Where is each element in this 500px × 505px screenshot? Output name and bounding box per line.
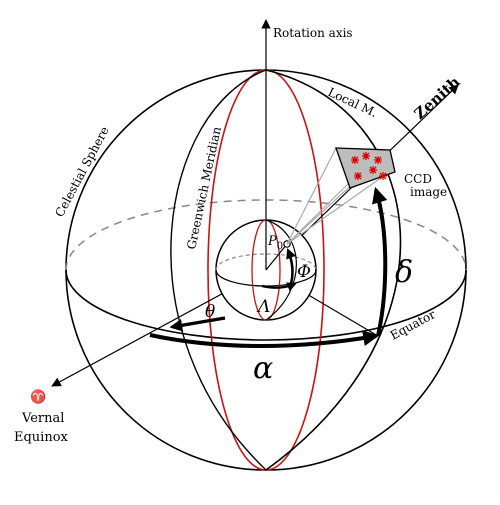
- ccd-ray-1: [286, 147, 337, 245]
- ccd-label-line2: image: [410, 185, 447, 199]
- ccd-ray-4: [286, 181, 351, 245]
- star-icon: [351, 156, 359, 164]
- aries-symbol: ♈: [30, 389, 46, 405]
- earth-local-meridian: [265, 219, 297, 321]
- ccd-ray-3: [286, 167, 396, 245]
- equator-label: Equator: [388, 307, 438, 343]
- earth-equator-back: [215, 253, 317, 271]
- theta-label: θ: [205, 302, 215, 322]
- ccd-label-line1: CCD: [404, 172, 432, 186]
- local-meridian-back-curve: [170, 69, 267, 471]
- ccd-stars: [351, 152, 387, 180]
- earth-radius-p0: [265, 243, 288, 271]
- star-icon: [379, 172, 387, 180]
- zenith-label: Zenith: [411, 73, 464, 123]
- star-icon: [374, 156, 382, 164]
- lambda-label: Λ: [256, 297, 270, 317]
- p0-label: P0: [267, 234, 283, 252]
- phi-arc: [286, 248, 296, 285]
- delta-label: δ: [395, 255, 413, 290]
- greenwich-meridian-label: Greenwich Meridian: [184, 125, 224, 250]
- lambda-arc: [261, 282, 297, 292]
- vernal-label: Vernal: [21, 411, 64, 426]
- rotation-axis-label: Rotation axis: [273, 26, 353, 40]
- star-icon: [369, 166, 377, 174]
- equinox-label: Equinox: [14, 430, 69, 445]
- theta-arrow: [169, 316, 226, 332]
- star-icon: [354, 172, 362, 180]
- star-icon: [362, 152, 370, 160]
- celestial-sphere-label: Celestial Sphere: [52, 124, 112, 219]
- phi-label: Φ: [297, 262, 311, 282]
- delta-arc: [372, 186, 388, 337]
- celestial-equator-front: [65, 269, 467, 341]
- alpha-arc: [149, 330, 380, 348]
- local-meridian-curve: [265, 69, 402, 471]
- alpha-label: α: [253, 351, 273, 386]
